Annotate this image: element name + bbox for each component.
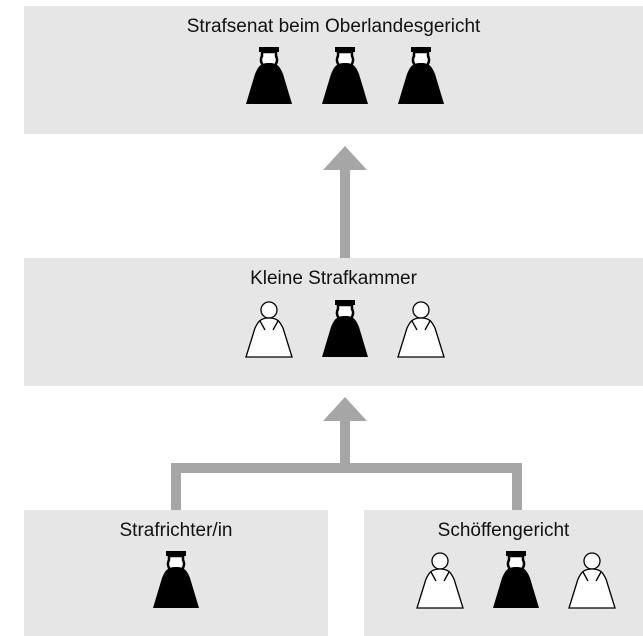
professional-judge-icon <box>320 47 370 106</box>
court-title-olg: Strafsenat beim Oberlandesgericht <box>186 16 481 37</box>
lay-judge-icon <box>397 301 445 358</box>
arrow-to-kleine-strafkammer <box>171 397 522 510</box>
professional-judge-icon <box>396 47 446 106</box>
professional-judge-icon <box>320 300 370 359</box>
court-title-schoeffengericht: Schöffengericht <box>437 520 570 541</box>
lay-judge-icon <box>568 552 616 609</box>
professional-judge-icon <box>491 551 541 610</box>
court-title-strafrichter: Strafrichter/in <box>119 520 233 541</box>
court-title-kleine-strafkammer: Kleine Strafkammer <box>250 268 417 289</box>
professional-judge-icon <box>151 551 201 610</box>
lay-judge-icon <box>245 301 293 358</box>
arrow-to-olg <box>323 146 367 258</box>
lay-judge-icon <box>416 552 464 609</box>
court-box-strafrichter: Strafrichter/in <box>24 510 328 636</box>
professional-judge-icon <box>244 47 294 106</box>
